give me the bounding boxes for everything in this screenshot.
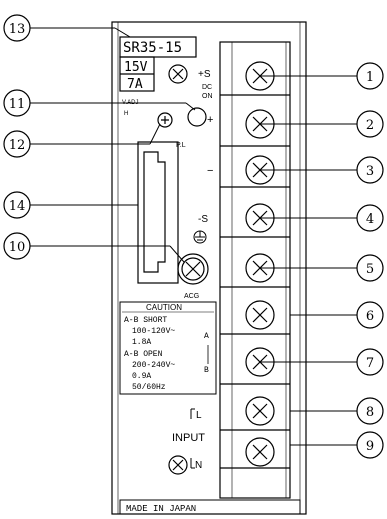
acg-label: ACG	[184, 293, 199, 300]
callout-10	[3, 232, 31, 260]
footer-label: MADE IN JAPAN	[126, 504, 196, 514]
terminal-block	[219, 41, 291, 499]
output-voltage-label: 15V	[124, 60, 148, 75]
acg-screw	[177, 253, 209, 285]
callout-5	[356, 254, 384, 282]
terminal-screw-6	[245, 300, 275, 330]
callout-1-number: 1	[366, 70, 374, 85]
caution-open: A-B OPEN	[124, 350, 163, 359]
input-screw	[168, 455, 188, 475]
mounting-screw-top	[168, 64, 188, 84]
callout-3-number: 3	[366, 164, 374, 179]
caution-open-amp: 0.9A	[132, 372, 151, 381]
callout-11-number: 11	[9, 97, 26, 112]
ground-icon	[193, 230, 207, 244]
caution-plate: CAUTION A-B SHORT 100-120V~ A 1.8A A-B O…	[119, 301, 217, 395]
callout-8-number: 8	[366, 405, 374, 420]
callout-7	[356, 348, 384, 376]
caution-short: A-B SHORT	[124, 316, 167, 325]
plus-s-label: +S	[198, 69, 211, 80]
callout-13-number: 13	[9, 22, 26, 37]
callout-9-number: 9	[366, 439, 374, 454]
callout-6	[356, 301, 384, 329]
model-label-box	[119, 36, 197, 58]
h-label: H	[124, 111, 128, 117]
callout-9	[356, 431, 384, 459]
callout-13	[3, 14, 31, 42]
callout-7-number: 7	[366, 356, 374, 371]
callout-8	[356, 397, 384, 425]
callout-6-number: 6	[366, 309, 374, 324]
callout-14	[3, 191, 31, 219]
caution-freq: 50/60Hz	[132, 383, 166, 392]
on-label: ON	[202, 93, 213, 100]
fuse-holder	[137, 141, 179, 284]
callout-3	[356, 156, 384, 184]
callout-5-number: 5	[366, 262, 374, 277]
callout-12-number: 12	[9, 138, 26, 153]
callout-1	[356, 62, 384, 90]
callout-10-number: 10	[9, 240, 26, 255]
minus-s-label: -S	[198, 214, 208, 225]
callout-4	[356, 204, 384, 232]
callout-4-number: 4	[366, 212, 374, 227]
caution-b: B	[204, 366, 209, 375]
caution-short-amp: 1.8A	[132, 338, 151, 347]
terminal-screw-9	[245, 437, 275, 467]
callout-12	[3, 130, 31, 158]
minus-label: −	[207, 165, 213, 177]
v-adj-knob	[187, 107, 207, 127]
caution-title: CAUTION	[146, 303, 182, 312]
callout-2-number: 2	[366, 118, 374, 133]
model-label: SR35-15	[123, 40, 182, 56]
output-current-label: 7A	[127, 77, 143, 92]
caution-open-range: 200-240V~	[132, 361, 175, 370]
caution-short-range: 100-120V~	[132, 327, 175, 336]
footer-box	[119, 499, 301, 515]
callout-2	[356, 110, 384, 138]
caution-a: A	[204, 332, 209, 341]
plus-label: +	[207, 114, 213, 126]
callout-11	[3, 89, 31, 117]
pl-indicator	[157, 112, 173, 128]
input-n-label: N	[195, 460, 202, 471]
input-l-top: L	[196, 410, 202, 421]
input-label: INPUT	[172, 432, 205, 444]
terminal-screw-8	[245, 396, 275, 426]
dc-label: DC	[202, 84, 212, 91]
callout-14-number: 14	[9, 199, 26, 214]
pl-label: P.L	[176, 142, 186, 149]
